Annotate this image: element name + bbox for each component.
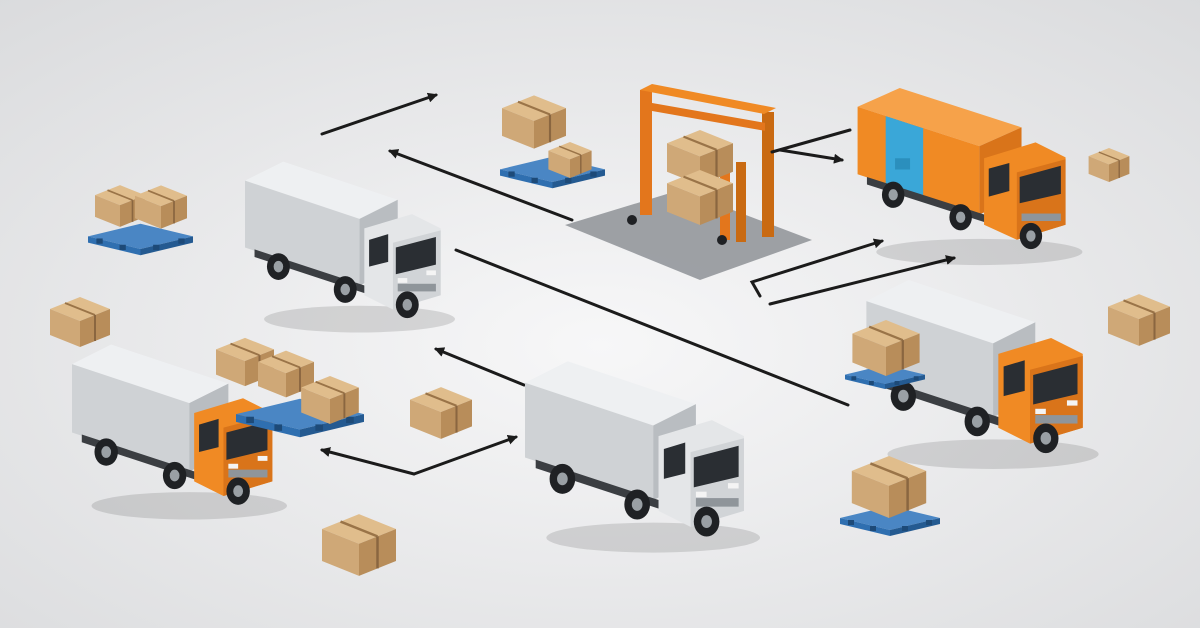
direction-arrow-icon <box>770 128 852 160</box>
dock-plate <box>565 190 812 280</box>
direction-arrow-icon <box>768 255 956 306</box>
loading-dock <box>565 84 812 280</box>
direction-arrow-icon <box>749 238 884 298</box>
direction-arrow-icon <box>454 248 850 407</box>
loading-frame <box>640 84 776 237</box>
pallet-stack <box>88 185 193 256</box>
route-arrows <box>320 92 956 476</box>
direction-arrow-icon <box>412 435 518 476</box>
direction-arrow-icon <box>434 347 526 387</box>
direction-arrow-icon <box>320 92 438 136</box>
direction-arrow-icon <box>388 149 574 222</box>
direction-arrow-icon <box>320 447 416 476</box>
